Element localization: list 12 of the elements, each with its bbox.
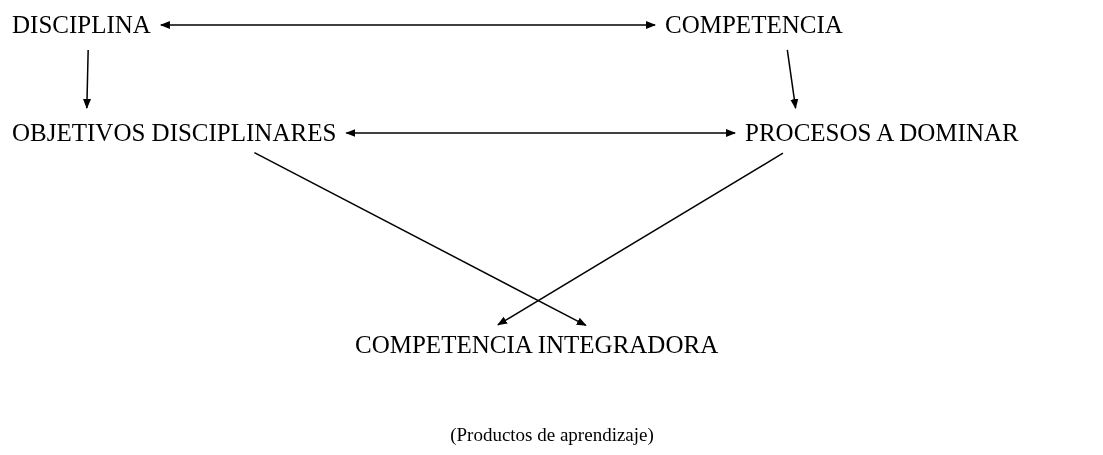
arrow (497, 152, 784, 326)
concept-label: COMPETENCIA INTEGRADORA (355, 330, 719, 360)
arrow (786, 49, 799, 110)
concept-label: OBJETIVOS DISCIPLINARES (12, 118, 337, 148)
note-text: (Productos de aprendizaje) (450, 423, 654, 447)
concept-label: DISCIPLINA (12, 10, 151, 40)
concept-label: PROCESOS A DOMINAR (745, 118, 1019, 148)
arrow (345, 129, 736, 137)
arrow (159, 21, 656, 29)
concept-label: COMPETENCIA (665, 10, 843, 40)
arrow (83, 49, 92, 109)
arrow (253, 151, 587, 327)
